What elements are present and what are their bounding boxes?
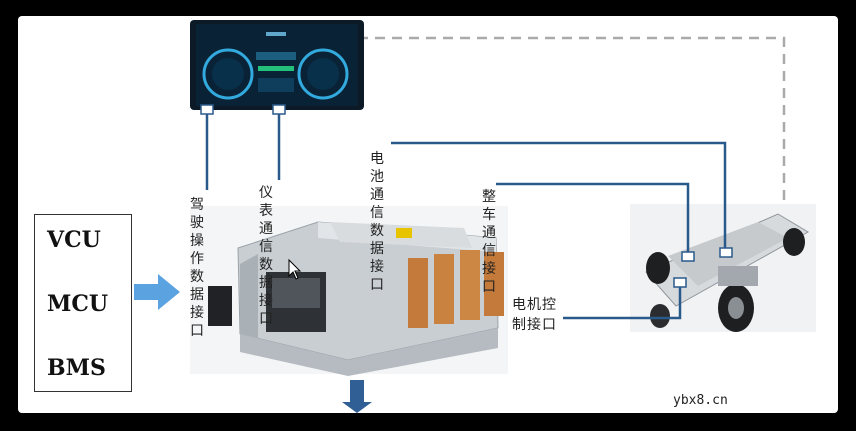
diagram-graphics	[134, 20, 816, 413]
chassis-port-motor	[673, 277, 687, 288]
watermark: ybx8.cn	[673, 393, 728, 408]
battery-line	[391, 141, 727, 248]
chassis-port-battery	[719, 247, 733, 258]
label-motor-control-2: 制接口	[512, 317, 557, 333]
dashboard-port-1	[200, 104, 214, 115]
diagram-canvas: VCU MCU BMS	[18, 16, 838, 413]
legend-item-vcu: VCU	[47, 227, 101, 253]
legend-item-bms: BMS	[47, 355, 106, 381]
label-motor-control-1: 电机控	[512, 297, 557, 313]
dashboard-port-2	[272, 104, 286, 115]
dashed-link-line	[358, 36, 786, 206]
controller-unit-image	[190, 206, 508, 376]
label-vehicle: 整车通信接口	[482, 189, 497, 295]
orange-connectors	[408, 250, 504, 328]
vehicle-line	[496, 182, 690, 252]
label-battery: 电池通信数据接口	[370, 151, 385, 293]
label-drive-operation: 驾驶操作数据接口	[190, 197, 205, 339]
motor-control-line	[563, 287, 682, 320]
chassis-port-vehicle	[681, 251, 695, 262]
label-instrument: 仪表通信数据接口	[259, 185, 274, 327]
input-arrow	[134, 274, 180, 310]
instrument-cluster-image	[190, 20, 364, 110]
chassis-image	[630, 204, 816, 332]
legend-item-mcu: MCU	[47, 291, 109, 317]
mouse-cursor-icon	[288, 258, 302, 280]
output-arrow	[342, 380, 372, 413]
controller-legend-box: VCU MCU BMS	[34, 214, 132, 392]
